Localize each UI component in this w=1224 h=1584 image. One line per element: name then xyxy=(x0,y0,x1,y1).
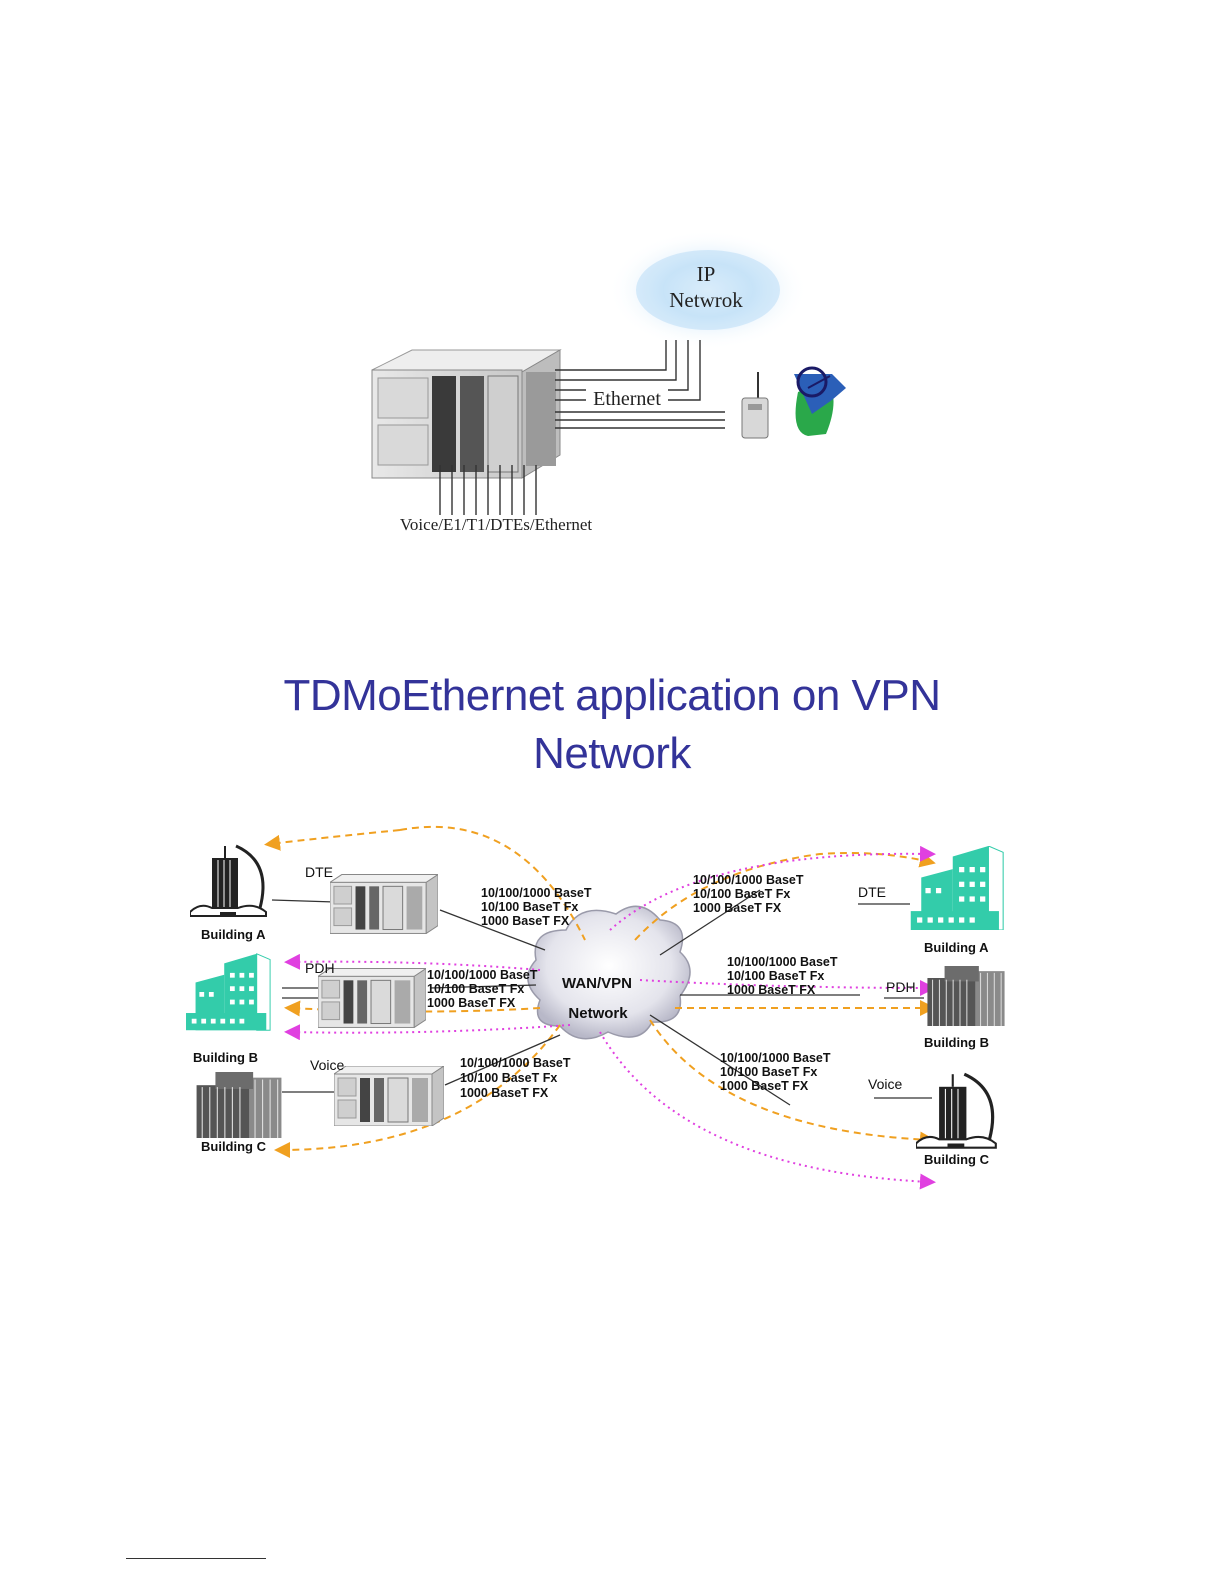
footnote-separator xyxy=(126,1558,266,1559)
port-group-left-mid-2: 10/100 BaseT Fx xyxy=(427,982,524,996)
building-b-right-icon xyxy=(926,966,1006,1026)
building-c-right-icon xyxy=(916,1072,998,1150)
building-b-left-label: Building B xyxy=(193,1050,258,1065)
dte-right-label: DTE xyxy=(858,884,886,900)
dte-left-label: DTE xyxy=(305,864,333,880)
tributary-label: Voice/E1/T1/DTEs/Ethernet xyxy=(400,515,593,534)
port-group-right-top-1: 10/100/1000 BaseT xyxy=(693,873,804,887)
ip-cloud-label-1: IP xyxy=(697,262,716,286)
port-group-left-top-1: 10/100/1000 BaseT xyxy=(481,886,592,900)
port-group-right-mid-1: 10/100/1000 BaseT xyxy=(727,955,838,969)
building-c-left-icon xyxy=(195,1072,283,1138)
port-group-right-bottom-3: 1000 BaseT FX xyxy=(720,1079,809,1093)
pdh-right-label: PDH xyxy=(886,979,916,995)
magenta-ethernet-paths xyxy=(284,845,936,1190)
link-lines xyxy=(271,889,932,1106)
port-group-right-top-2: 10/100 BaseT Fx xyxy=(693,887,790,901)
port-group-left-top-3: 1000 BaseT FX xyxy=(481,914,570,928)
port-group-left-bottom-1: 10/100/1000 BaseT xyxy=(460,1056,571,1070)
port-group-right-top-3: 1000 BaseT FX xyxy=(693,901,782,915)
ethernet-links xyxy=(555,340,725,429)
ethernet-label: Ethernet xyxy=(593,388,661,410)
building-a-left-label: Building A xyxy=(201,927,266,942)
tributary-links xyxy=(439,465,537,515)
pdh-left-label: PDH xyxy=(305,960,335,976)
building-c-left-label: Building C xyxy=(201,1139,267,1154)
multiplexer-chassis xyxy=(371,349,562,479)
pdh-multiplexer-left xyxy=(318,968,426,1028)
building-a-right-icon xyxy=(910,846,1004,930)
building-b-left-icon xyxy=(186,953,271,1031)
ip-network-diagram: IP Netwrok Ethernet xyxy=(371,230,846,534)
port-group-left-mid-3: 1000 BaseT FX xyxy=(427,996,516,1010)
port-group-left-bottom-3: 1000 BaseT FX xyxy=(460,1086,549,1100)
wan-cloud-label-1: WAN/VPN xyxy=(562,975,632,992)
vpn-network-diagram: WAN/VPN Network xyxy=(186,825,1006,1190)
section-heading-line-1: TDMoEthernet application on VPN xyxy=(283,671,941,720)
wan-cloud-label-2: Network xyxy=(568,1005,628,1022)
building-a-left-icon xyxy=(190,844,268,918)
port-group-left-bottom-2: 10/100 BaseT Fx xyxy=(460,1071,557,1085)
port-group-right-mid-2: 10/100 BaseT Fx xyxy=(727,969,824,983)
ip-cloud-label-2: Netwrok xyxy=(669,288,743,312)
voice-right-label: Voice xyxy=(868,1076,902,1092)
port-group-right-bottom-1: 10/100/1000 BaseT xyxy=(720,1051,831,1065)
satellite-dish-icon xyxy=(794,366,846,436)
dte-multiplexer-left xyxy=(330,874,438,934)
port-group-right-mid-3: 1000 BaseT FX xyxy=(727,983,816,997)
wireless-modem-icon xyxy=(741,372,769,439)
building-b-right-label: Building B xyxy=(924,1035,989,1050)
voice-multiplexer-left xyxy=(334,1066,444,1126)
port-group-right-bottom-2: 10/100 BaseT Fx xyxy=(720,1065,817,1079)
voice-left-label: Voice xyxy=(310,1057,344,1073)
wan-vpn-cloud xyxy=(527,905,691,1040)
building-c-right-label: Building C xyxy=(924,1152,990,1167)
port-group-left-mid-1: 10/100/1000 BaseT xyxy=(427,968,538,982)
building-a-right-label: Building A xyxy=(924,940,989,955)
port-group-left-top-2: 10/100 BaseT Fx xyxy=(481,900,578,914)
section-heading-line-2: Network xyxy=(533,729,691,778)
